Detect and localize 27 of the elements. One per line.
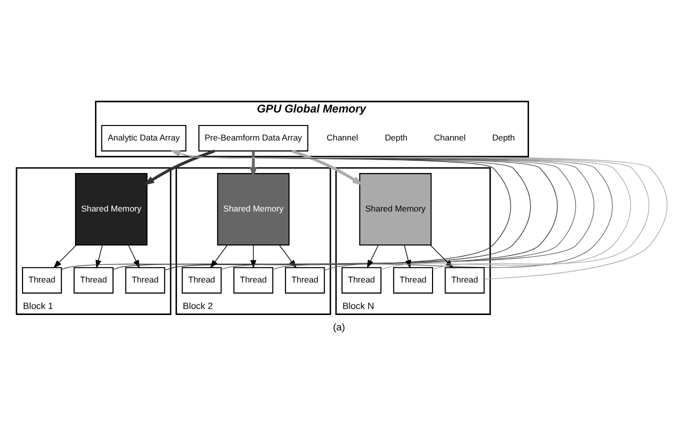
- arrow: [210, 244, 228, 268]
- node-box: Thread: [393, 267, 434, 294]
- node-box: Thread: [284, 267, 325, 294]
- node-box: Analytic Data Array: [101, 124, 186, 152]
- node-box: Thread: [22, 267, 62, 294]
- node-box: Shared Memory: [359, 173, 432, 246]
- node-box: Thread: [182, 267, 222, 294]
- arrow: [366, 244, 379, 269]
- arrow: [53, 244, 77, 268]
- node-box: Thread: [233, 267, 274, 294]
- node-box: Shared Memory: [75, 173, 148, 246]
- arrow: [96, 244, 103, 269]
- label: Channel: [434, 132, 466, 142]
- node-box: Thread: [74, 267, 114, 294]
- node-box: Thread: [342, 267, 382, 294]
- caption: (a): [332, 322, 346, 334]
- node-box: Thread: [125, 267, 166, 294]
- arrow: [144, 150, 216, 186]
- node-box: Pre-Beamform Data Array: [198, 124, 308, 152]
- label: Depth: [384, 132, 408, 142]
- label: Depth: [492, 132, 515, 142]
- arrow: [404, 244, 412, 269]
- node-box: Thread: [444, 267, 485, 294]
- arrow: [292, 150, 364, 186]
- arrow: [250, 244, 256, 269]
- node-box: Shared Memory: [217, 173, 290, 246]
- label: Channel: [326, 132, 358, 142]
